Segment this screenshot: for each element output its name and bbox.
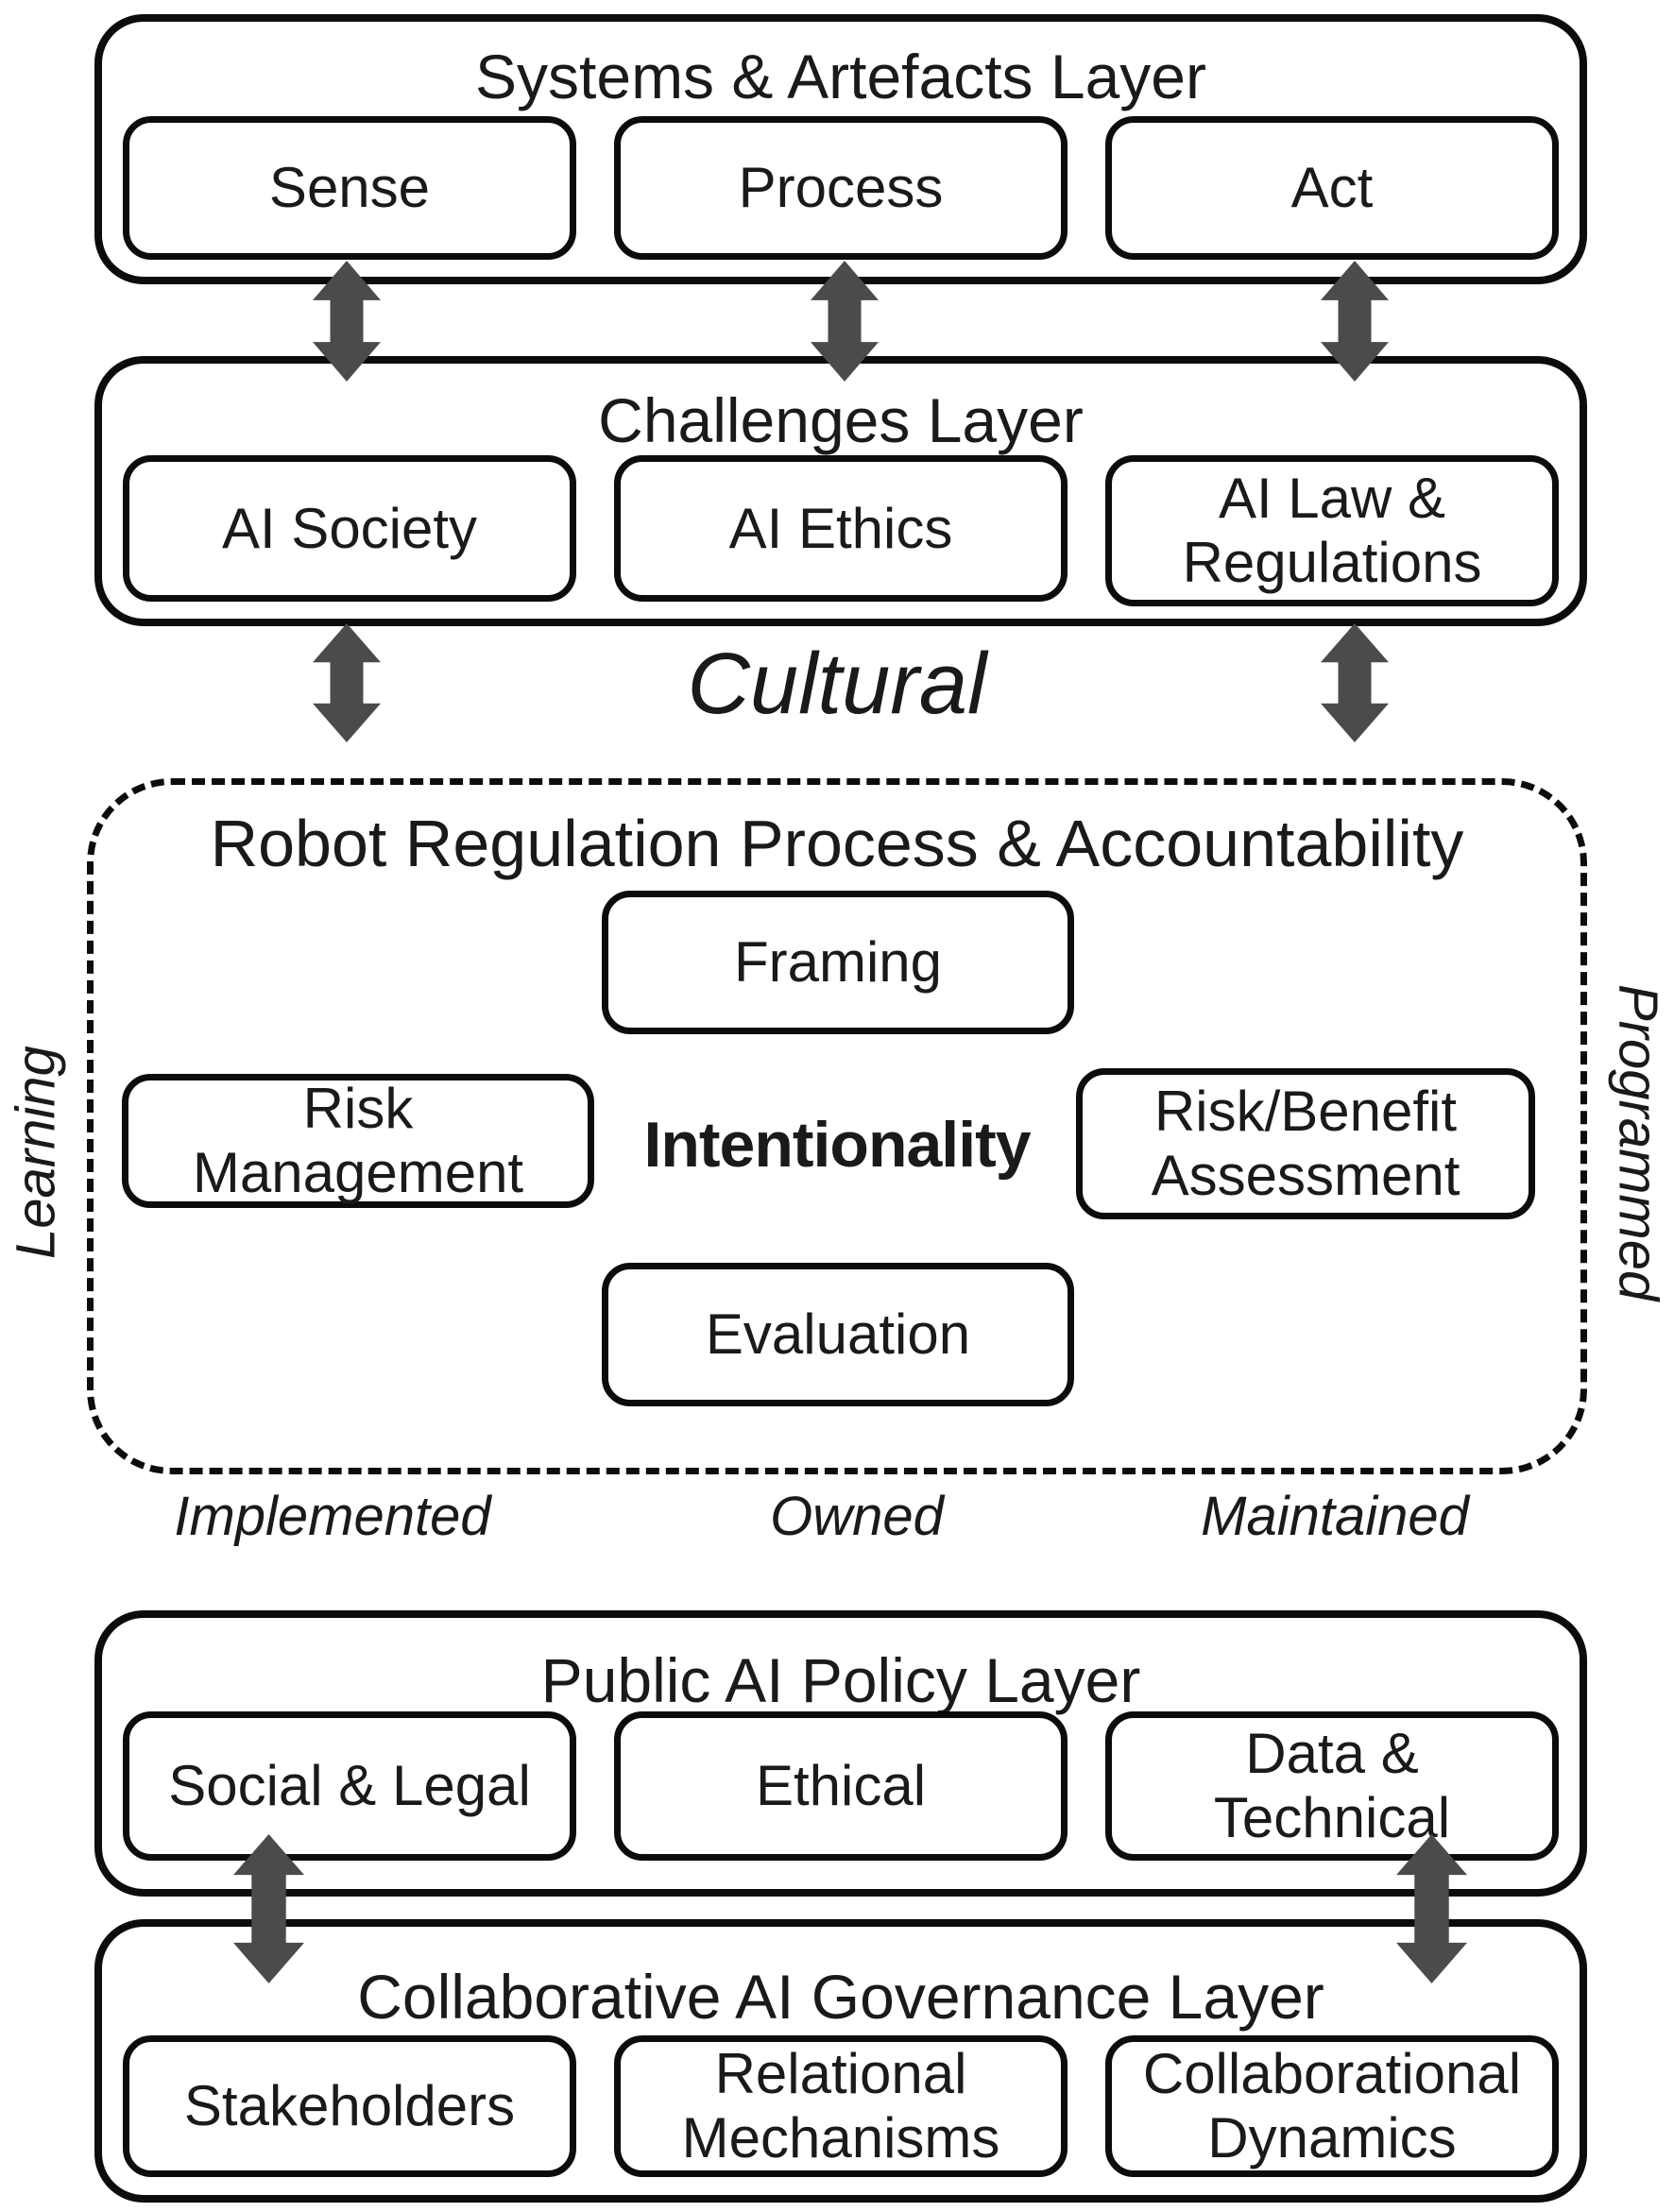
evaluation-box: Evaluation: [602, 1263, 1074, 1406]
framing-box: Framing: [602, 891, 1074, 1034]
public-ai-policy-layer-title: Public AI Policy Layer: [540, 1645, 1141, 1715]
double-arrow-icon: [1396, 1834, 1467, 1983]
double-arrow-icon: [811, 261, 879, 382]
public-ai-policy-layer: Public AI Policy Layer Social & Legal Et…: [94, 1610, 1587, 1897]
collaborative-ai-governance-layer-title: Collaborative AI Governance Layer: [357, 1962, 1324, 2032]
stakeholders-box: Stakeholders: [123, 2035, 576, 2177]
collaborative-ai-governance-layer: Collaborative AI Governance Layer Stakeh…: [94, 1919, 1587, 2203]
process-box: Process: [614, 116, 1068, 260]
systems-artefacts-layer-title: Systems & Artefacts Layer: [475, 42, 1206, 111]
public-ai-policy-boxes: Social & Legal Ethical Data & Technical: [123, 1711, 1559, 1861]
double-arrow-icon: [1321, 261, 1389, 382]
social-legal-box: Social & Legal: [123, 1711, 576, 1861]
double-arrow-icon: [313, 623, 381, 742]
owned-label: Owned: [770, 1486, 944, 1547]
risk-benefit-assessment-box: Risk/Benefit Assessment: [1076, 1068, 1535, 1219]
ai-ethics-box: AI Ethics: [614, 455, 1068, 602]
double-arrow-icon: [1321, 623, 1389, 742]
relational-mechanisms-box: Relational Mechanisms: [614, 2035, 1068, 2177]
ethical-box: Ethical: [614, 1711, 1068, 1861]
ai-law-regulations-box: AI Law & Regulations: [1105, 455, 1559, 606]
learning-side-label: Learning: [5, 1046, 67, 1259]
robot-regulation-container: Robot Regulation Process & Accountabilit…: [87, 778, 1587, 1474]
robot-regulation-title: Robot Regulation Process & Accountabilit…: [210, 807, 1464, 880]
programmed-side-label: Programmed: [1607, 984, 1669, 1302]
sense-box: Sense: [123, 116, 576, 260]
act-box: Act: [1105, 116, 1559, 260]
collaborative-ai-governance-boxes: Stakeholders Relational Mechanisms Colla…: [123, 2035, 1559, 2177]
challenges-boxes: AI Society AI Ethics AI Law & Regulation…: [123, 455, 1559, 606]
cultural-label: Cultural: [687, 636, 987, 732]
double-arrow-icon: [233, 1834, 304, 1983]
intentionality-label: Intentionality: [643, 1109, 1031, 1181]
double-arrow-icon: [313, 261, 381, 382]
data-technical-box: Data & Technical: [1105, 1711, 1559, 1861]
ai-society-box: AI Society: [123, 455, 576, 602]
collaborational-dynamics-box: Collaborational Dynamics: [1105, 2035, 1559, 2177]
implemented-label: Implemented: [174, 1486, 491, 1547]
challenges-layer: Challenges Layer AI Society AI Ethics AI…: [94, 356, 1587, 626]
challenges-layer-title: Challenges Layer: [598, 385, 1084, 455]
systems-artefacts-boxes: Sense Process Act: [123, 116, 1559, 260]
systems-artefacts-layer: Systems & Artefacts Layer Sense Process …: [94, 14, 1587, 284]
risk-management-box: Risk Management: [122, 1074, 594, 1208]
maintained-label: Maintained: [1201, 1486, 1469, 1547]
